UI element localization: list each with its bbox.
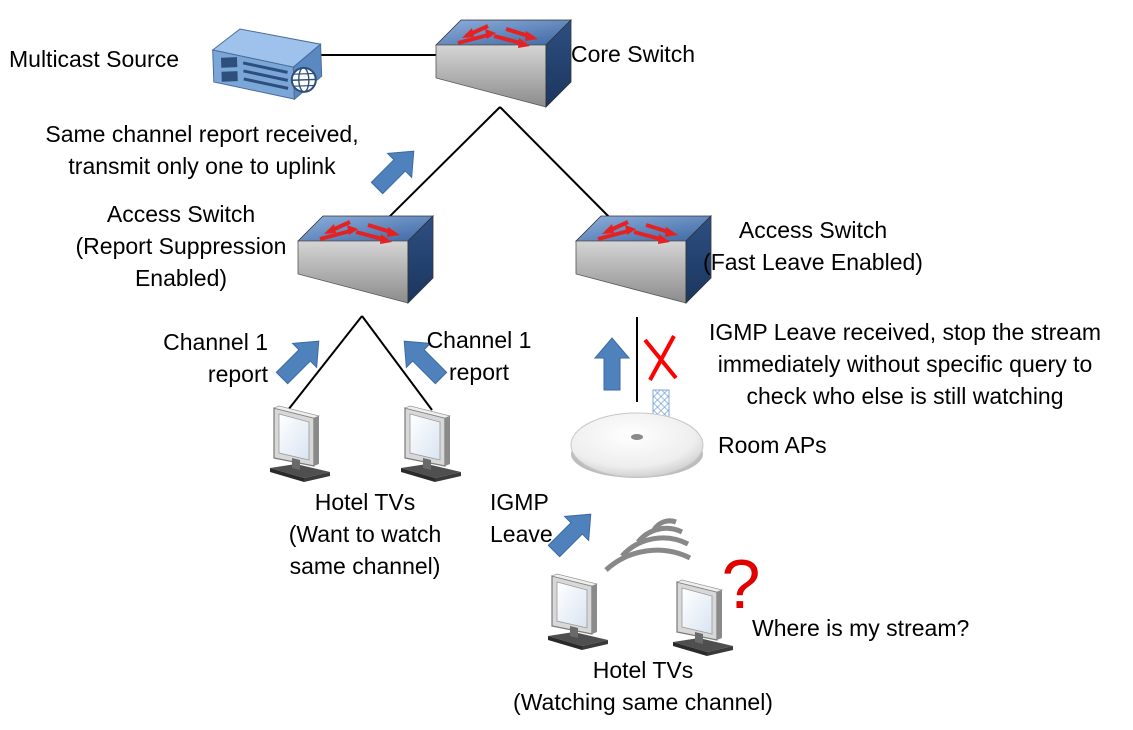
- access-switch-right-label: Access Switch (Fast Leave Enabled): [690, 214, 936, 278]
- label-line: Access Switch: [106, 201, 256, 227]
- label-line: same channel): [289, 553, 441, 579]
- tv-monitor-icon: [547, 573, 609, 651]
- link-core-access-right: [499, 106, 621, 229]
- tv-monitor-icon: [269, 405, 331, 483]
- link-core-access-left: [377, 106, 501, 229]
- label-line: Access Switch: [738, 217, 888, 243]
- tv-monitor-icon: [400, 405, 462, 483]
- access-switch-left-icon: [296, 214, 435, 305]
- label-line: Hotel TVs: [592, 657, 694, 683]
- upward-arrow-icon: [594, 337, 630, 391]
- annotation-line: report: [448, 359, 510, 385]
- hotel-tvs-right-label: Hotel TVs (Watching same channel): [470, 654, 816, 718]
- annotation-line: Channel 1: [163, 329, 268, 355]
- where-is-stream-annotation: Where is my stream?: [752, 615, 970, 641]
- igmp-leave-received-annotation: IGMP Leave received, stop the stream imm…: [700, 316, 1110, 412]
- room-aps-label: Room APs: [718, 432, 827, 458]
- upward-arrow-icon: [269, 328, 332, 391]
- channel1-report-right-annotation: Channel 1 report: [420, 324, 538, 388]
- annotation-line: transmit only one to uplink: [68, 153, 336, 179]
- multicast-source-label: Multicast Source: [9, 46, 180, 72]
- server-icon: [211, 28, 323, 101]
- cross-mark-icon: [643, 335, 678, 381]
- label-line: (Want to watch: [288, 521, 442, 547]
- annotation-line: Same channel report received,: [45, 121, 359, 147]
- core-switch-label: Core Switch: [571, 41, 695, 67]
- label-line: (Report Suppression: [75, 233, 287, 259]
- report-suppression-annotation: Same channel report received, transmit o…: [24, 118, 380, 182]
- annotation-line: report: [207, 361, 268, 387]
- annotation-line: Leave: [490, 521, 553, 547]
- label-line: (Watching same channel): [513, 689, 773, 715]
- annotation-line: check who else is still watching: [746, 383, 1064, 409]
- channel1-report-left-annotation: Channel 1 report: [150, 326, 268, 390]
- igmp-leave-annotation: IGMP Leave: [490, 486, 553, 550]
- label-line: Enabled): [134, 265, 228, 291]
- annotation-line: Channel 1: [426, 327, 532, 353]
- label-line: Hotel TVs: [314, 489, 416, 515]
- link-access-tv1: [287, 315, 363, 411]
- annotation-line: immediately without specific query to: [717, 351, 1093, 377]
- label-line: (Fast Leave Enabled): [703, 249, 923, 275]
- access-point-icon: [570, 412, 704, 478]
- wifi-signal-icon: [604, 518, 692, 572]
- question-mark: ?: [722, 545, 761, 623]
- hotel-tvs-left-label: Hotel TVs (Want to watch same channel): [260, 486, 470, 582]
- annotation-line: IGMP Leave received, stop the stream: [708, 319, 1102, 345]
- core-switch-icon: [434, 18, 573, 109]
- link-access-tv2: [361, 315, 433, 411]
- access-switch-left-label: Access Switch (Report Suppression Enable…: [58, 198, 304, 294]
- annotation-line: IGMP: [490, 489, 549, 515]
